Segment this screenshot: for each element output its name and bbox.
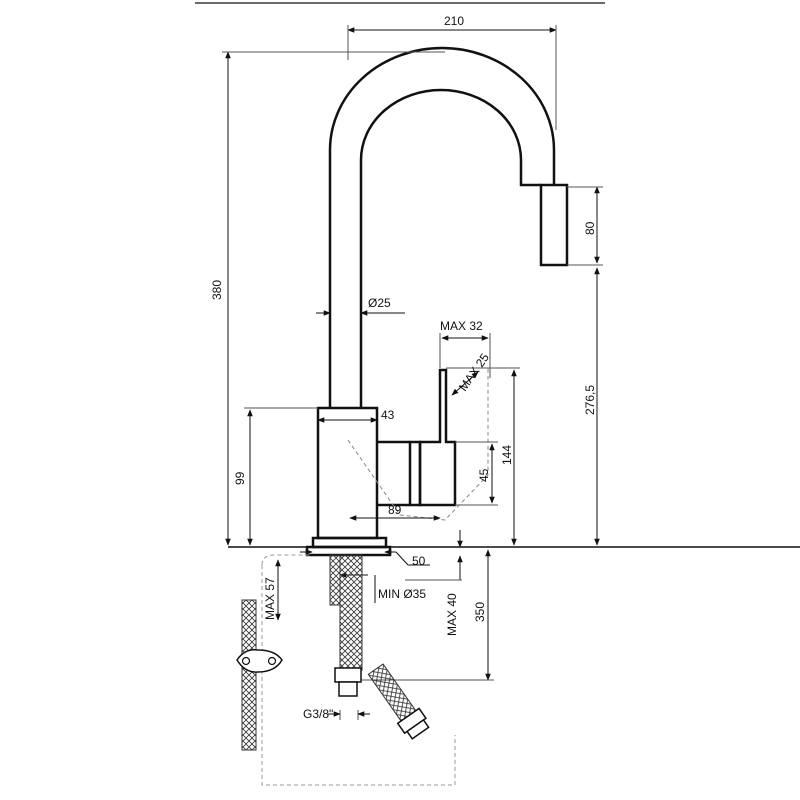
dim-144-label: 144 [500,445,514,465]
dim-max-25-label: MAX 25 [456,350,492,393]
dim-89-label: 89 [388,503,402,517]
dim-45-label: 45 [477,468,491,482]
dim-max-40-label: MAX 40 [445,593,459,636]
lever-swing-dashed [347,368,489,521]
dim-99-label: 99 [233,471,247,485]
faucet-outline [305,46,569,557]
dimension-lines [222,25,603,720]
dim-diam-25-label: Ø25 [368,296,391,310]
dim-max-57-label: MAX 57 [263,577,277,620]
dim-80-label: 80 [583,221,597,235]
dim-min-35-label: MIN Ø35 [378,587,426,601]
dim-350-label: 350 [473,602,487,622]
dim-max-32-label: MAX 32 [440,319,483,333]
thread-g3-8-label: G3/8" [303,707,333,721]
dim-43-label: 43 [381,408,395,422]
hose-assembly [236,554,456,786]
dim-380-label: 380 [210,280,224,300]
dim-210-label: 210 [444,14,464,28]
dim-50-label: 50 [412,554,426,568]
dimension-labels: 210 380 80 276,5 Ø25 MAX 32 MAX 25 43 14… [210,14,597,721]
dim-276-5-label: 276,5 [583,385,597,415]
